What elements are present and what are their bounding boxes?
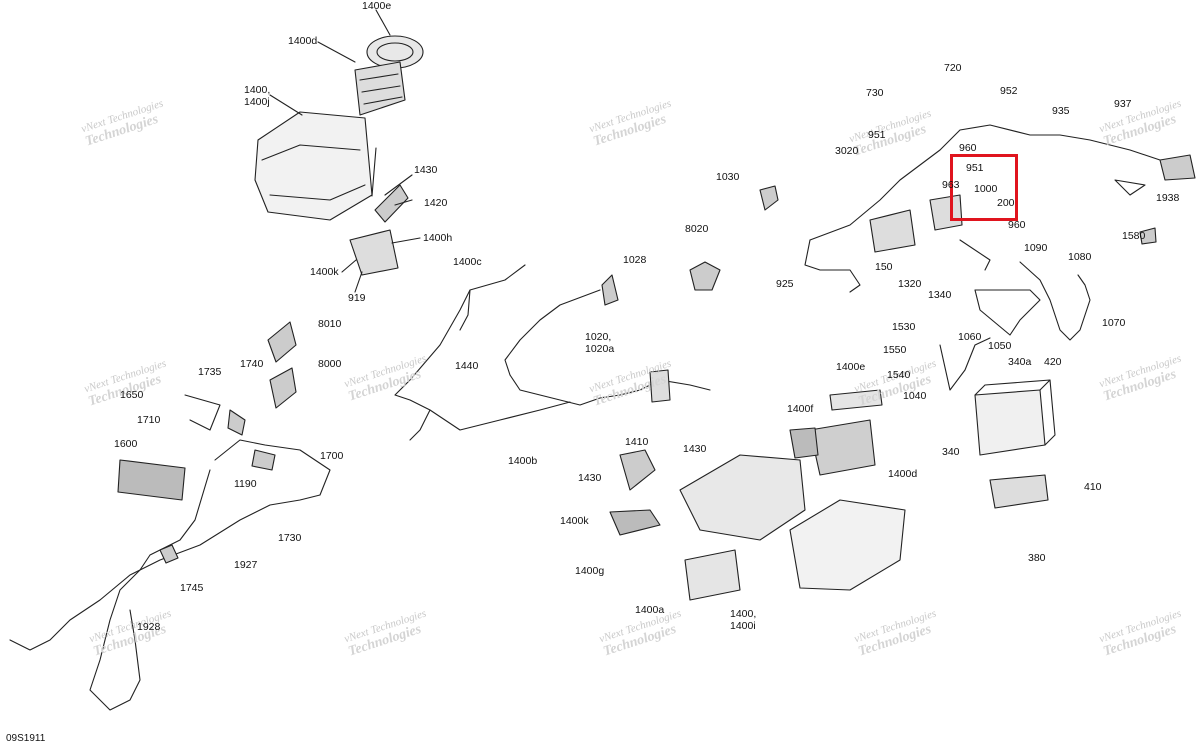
callout[interactable]: 150: [875, 261, 893, 273]
callout[interactable]: 1400i: [730, 620, 756, 632]
callout[interactable]: 1927: [234, 559, 258, 571]
callout[interactable]: 1400,: [730, 608, 757, 620]
callout[interactable]: 951: [868, 129, 886, 141]
callout[interactable]: 1440: [455, 360, 479, 372]
callout[interactable]: 340a: [1008, 356, 1032, 368]
callout[interactable]: 1400h: [423, 232, 453, 244]
callout[interactable]: 1540: [887, 369, 911, 381]
callout[interactable]: 1190: [234, 478, 257, 490]
callout[interactable]: 420: [1044, 356, 1062, 368]
callout[interactable]: 1600: [114, 438, 138, 450]
airbox-lower-assembly: [609, 389, 906, 601]
callout[interactable]: 1040: [903, 390, 927, 402]
callout[interactable]: 1400d: [888, 468, 918, 480]
callout[interactable]: 1400k: [310, 266, 339, 278]
callout[interactable]: 1745: [180, 582, 204, 594]
callout[interactable]: 1400a: [635, 604, 665, 616]
callout[interactable]: 1938: [1156, 192, 1180, 204]
center-harness: [394, 185, 779, 441]
callout[interactable]: 1580: [1122, 230, 1146, 242]
callout[interactable]: 3020: [835, 145, 859, 157]
callout[interactable]: 1080: [1068, 251, 1092, 263]
left-harness: [9, 321, 331, 711]
callout[interactable]: 340: [942, 446, 960, 458]
callout[interactable]: 1430: [414, 164, 438, 176]
callout[interactable]: 960: [959, 142, 977, 154]
callout[interactable]: 1740: [240, 358, 264, 370]
callout[interactable]: 1400d: [288, 35, 318, 47]
callout[interactable]: 1400e: [362, 0, 392, 12]
callout[interactable]: 952: [1000, 85, 1018, 97]
callout[interactable]: 380: [1028, 552, 1046, 564]
callout[interactable]: 935: [1052, 105, 1070, 117]
airbox-upper-assembly: [254, 35, 424, 276]
callout[interactable]: 1550: [883, 344, 907, 356]
callout[interactable]: 1000: [974, 183, 998, 195]
callout[interactable]: 1928: [137, 621, 161, 633]
drawing-reference: 09S1911: [6, 733, 46, 744]
callout[interactable]: 1028: [623, 254, 647, 266]
callout[interactable]: 1020,: [585, 331, 612, 343]
callout[interactable]: 1400f: [787, 403, 814, 415]
callout[interactable]: 1700: [320, 450, 344, 462]
battery-group: [939, 337, 1056, 509]
callout[interactable]: 1090: [1024, 242, 1048, 254]
callout[interactable]: 960: [1008, 219, 1026, 231]
callout[interactable]: 1030: [716, 171, 740, 183]
callout[interactable]: 1400c: [453, 256, 482, 268]
callout[interactable]: 8010: [318, 318, 342, 330]
callout[interactable]: 1650: [120, 389, 144, 401]
callout[interactable]: 200: [997, 197, 1015, 209]
callout[interactable]: 730: [866, 87, 884, 99]
callout[interactable]: 1400,: [244, 84, 271, 96]
callout[interactable]: 410: [1084, 481, 1102, 493]
callout[interactable]: 8020: [685, 223, 709, 235]
callout[interactable]: 1735: [198, 366, 222, 378]
callout[interactable]: 1530: [892, 321, 916, 333]
callout[interactable]: 1400g: [575, 565, 605, 577]
callout[interactable]: 951: [966, 162, 984, 174]
callout[interactable]: 1710: [137, 414, 161, 426]
callout[interactable]: 720: [944, 62, 962, 74]
callout[interactable]: 925: [776, 278, 794, 290]
callout[interactable]: 1020a: [585, 343, 615, 355]
callout[interactable]: 8000: [318, 358, 342, 370]
callout[interactable]: 1050: [988, 340, 1012, 352]
callout[interactable]: 1320: [898, 278, 922, 290]
callout[interactable]: 1060: [958, 331, 982, 343]
callout[interactable]: 1430: [578, 472, 602, 484]
callout[interactable]: 1400b: [508, 455, 538, 467]
callout[interactable]: 1340: [928, 289, 952, 301]
callout[interactable]: 1420: [424, 197, 448, 209]
right-harness: [804, 124, 1196, 341]
callout[interactable]: 919: [348, 292, 366, 304]
callout[interactable]: 1400j: [244, 96, 270, 108]
callout[interactable]: 963: [942, 179, 960, 191]
callout[interactable]: 1070: [1102, 317, 1126, 329]
callout[interactable]: 1430: [683, 443, 707, 455]
callout[interactable]: 1400e: [836, 361, 866, 373]
callout[interactable]: 937: [1114, 98, 1132, 110]
callout[interactable]: 1400k: [560, 515, 589, 527]
callout[interactable]: 1410: [625, 436, 649, 448]
callout[interactable]: 1730: [278, 532, 302, 544]
highlight-box: [950, 154, 1018, 221]
